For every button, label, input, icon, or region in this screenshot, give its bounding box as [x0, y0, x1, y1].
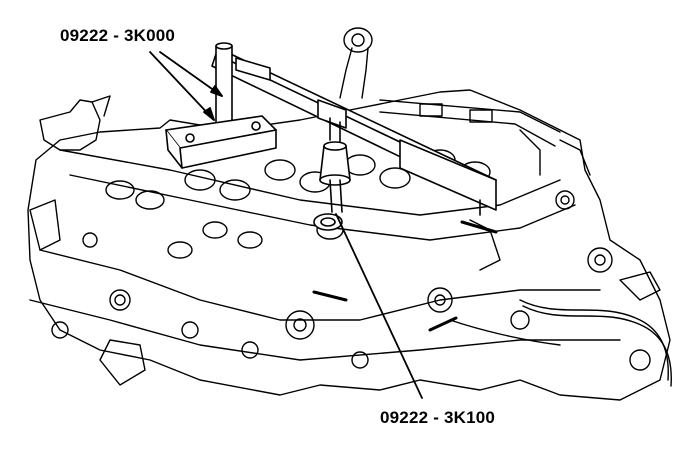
callout-leaders [149, 51, 423, 399]
part-number-label-tool-3k000: 09222 - 3K000 [60, 26, 176, 45]
valve-spring-adapter-tool [313, 141, 351, 231]
lifting-eye [339, 27, 373, 99]
leader-bottom [335, 213, 423, 399]
wiring-harness [449, 271, 672, 387]
arrowhead-top-1 [203, 107, 215, 121]
valve-spring-compressor-tool [165, 42, 497, 216]
leader-top-2 [159, 51, 223, 97]
arrowhead-top-2 [210, 85, 223, 97]
part-number-label-tool-3k100: 09222 - 3K100 [380, 408, 496, 427]
cylinder-head [27, 89, 671, 401]
left-bracket [29, 95, 146, 386]
bolt-bosses [51, 190, 651, 371]
studs [312, 220, 498, 332]
leader-top-1 [149, 51, 215, 121]
cam-cover-rails [379, 99, 591, 271]
